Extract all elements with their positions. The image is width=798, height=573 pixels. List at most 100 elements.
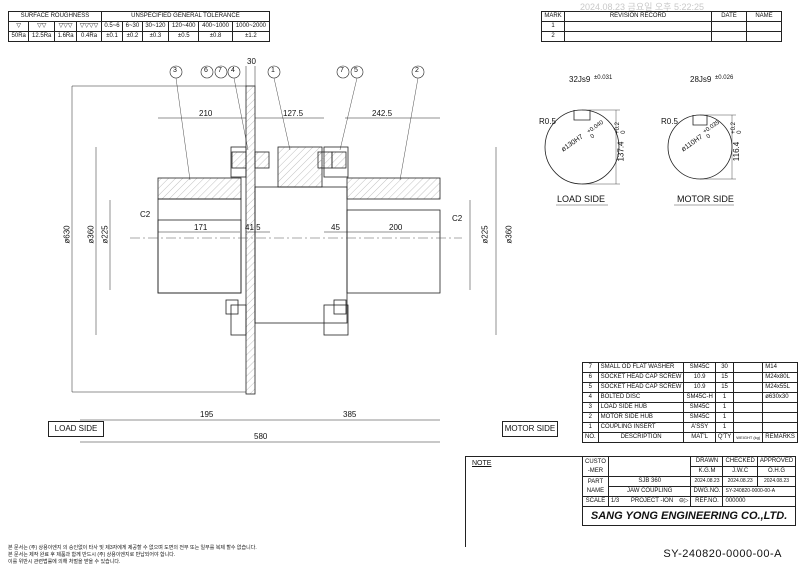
dim-41-5: 41.5 [245, 223, 261, 232]
note-area [465, 456, 582, 547]
parts-row: 6 SOCKET HEAD CAP SCREW 10.9 15 M24x80L [582, 372, 798, 383]
load-side-hub-bore [157, 219, 242, 294]
parts-row: 7 SMALL OD FLAT WASHER SM45C 30 M14 [582, 362, 798, 373]
load-side-caption: LOAD SIDE [557, 194, 606, 204]
roughness-value: 1.6Ra [54, 31, 78, 42]
revision-record-table: MARK REVISION RECORD DATE NAME 1 2 [541, 11, 782, 42]
dim-195: 195 [200, 410, 214, 419]
balloon-5: 5 [354, 67, 358, 74]
part-mat: SM45C [683, 412, 716, 423]
title-block-table: CUSTO -MER DRAWN CHECKED APPROVED K.G.M … [581, 456, 797, 526]
load-side-label: LOAD SIDE [48, 421, 104, 437]
scale-projection: 1/3 PROJECT -ION ⊖▷ [607, 496, 692, 507]
part-mat: 10.9 [683, 372, 716, 383]
dim-171: 171 [194, 223, 208, 232]
checked-by: J.W.C [722, 466, 758, 477]
part-name-1: SJB 360 [607, 476, 692, 487]
approved-label: APPROVED [756, 456, 797, 467]
scale-value: 1/3 [610, 498, 620, 504]
approved-by: O.H.G [756, 466, 797, 477]
parts-list-table: 7 SMALL OD FLAT WASHER SM45C 30 M14 6 SO… [582, 362, 798, 443]
part-mat: 10.9 [683, 382, 716, 393]
part-remarks [762, 422, 798, 433]
customer-label: CUSTO -MER [582, 456, 609, 477]
note-label: NOTE [472, 460, 492, 467]
checked-date: 2024.08.23 [722, 476, 758, 487]
part-no: 5 [582, 382, 599, 393]
dim-phi630: ø630 [62, 225, 72, 244]
part-weight [733, 392, 764, 403]
bolted-disc [245, 85, 256, 395]
part-no: 7 [582, 362, 599, 373]
dim-phi360-right: ø360 [504, 225, 514, 244]
part-weight [733, 422, 764, 433]
drawn-by: K.G.M [690, 466, 724, 477]
motor-radius: R0.5 [661, 117, 678, 126]
part-no: 6 [582, 372, 599, 383]
part-name-2: JAW COUPLING [607, 486, 692, 497]
dim-242-5: 242.5 [372, 109, 393, 118]
parts-row: 5 SOCKET HEAD CAP SCREW 10.9 15 M24x55L [582, 382, 798, 393]
motor-depth-tolerance: +0.2 0 [730, 122, 743, 134]
approved-date: 2024.08.23 [756, 476, 797, 487]
part-desc: LOAD SIDE HUB [597, 402, 685, 413]
dwg-no-label: DWG.NO. [690, 486, 724, 497]
drawn-label: DRAWN [690, 456, 724, 467]
footer-note: 이를 위반시 관련법률에 의해 처벌을 받을 수 있습니다. [8, 559, 121, 565]
tolerance-value: ±0.5 [168, 31, 200, 42]
part-qty: 1 [714, 402, 735, 413]
motor-side-label: MOTOR SIDE [502, 421, 558, 437]
parts-row: 1 COUPLING INSERT A'SSY 1 [582, 422, 798, 433]
parts-header-mat: MAT'L [683, 432, 716, 443]
part-no: 4 [582, 392, 599, 403]
dim-385: 385 [343, 410, 357, 419]
customer-value [607, 456, 692, 477]
checked-label: CHECKED [722, 456, 758, 467]
dwg-no-value: SY-240820-0000-00-A [722, 486, 797, 497]
coupling-insert [277, 146, 323, 188]
part-desc: SMALL OD FLAT WASHER [597, 362, 685, 373]
part-desc: COUPLING INSERT [597, 422, 685, 433]
ref-no-label: REF.NO. [690, 496, 724, 507]
parts-header-weight: WEIGHT (kg) [733, 432, 764, 443]
part-qty: 1 [714, 422, 735, 433]
parts-row: 3 LOAD SIDE HUB SM45C 1 [582, 402, 798, 413]
motor-side-hub [346, 177, 441, 200]
load-key-width: 32Js9 [569, 75, 591, 84]
balloon-7: 7 [218, 67, 222, 74]
projection-label: PROJECT -ION [630, 498, 674, 504]
part-qty: 15 [714, 372, 735, 383]
dim-127-5: 127.5 [283, 109, 304, 118]
footer-note: 본 문서는 (주) 상용이엔지 의 승인없이 타사 및 제3자에게 제공할 수 … [8, 545, 257, 551]
part-no: 3 [582, 402, 599, 413]
footer-note: 본 문서는 제작 완료 후 제품과 함께 반드시 (주) 상용이엔지로 반납되어… [8, 552, 176, 558]
dim-phi225-right: ø225 [480, 225, 490, 244]
parts-header-row: NO. DESCRIPTION MAT'L Q'TY WEIGHT (kg) R… [582, 432, 798, 443]
part-desc: MOTOR SIDE HUB [597, 412, 685, 423]
part-no: 2 [582, 412, 599, 423]
load-radius: R0.5 [539, 117, 556, 126]
part-weight [733, 412, 764, 423]
dim-200: 200 [389, 223, 403, 232]
part-remarks [762, 402, 798, 413]
part-remarks: M24x55L [762, 382, 798, 393]
parts-header-no: NO. [582, 432, 599, 443]
part-no: 1 [582, 422, 599, 433]
roughness-value: 50Ra [7, 31, 30, 42]
part-weight [733, 372, 764, 383]
part-weight [733, 362, 764, 373]
part-desc: SOCKET HEAD CAP SCREW [597, 382, 685, 393]
load-depth: 137.4 [616, 141, 626, 162]
chamfer-c2-right: C2 [452, 214, 463, 223]
footer-notes: 본 문서는 (주) 상용이엔지 의 승인없이 타사 및 제3자에게 제공할 수 … [8, 545, 257, 566]
motor-key-width: 28Js9 [690, 75, 712, 84]
balloon-1: 1 [271, 67, 275, 74]
load-key-tolerance: ±0.031 [594, 75, 613, 81]
parts-header-remarks: REMARKS [762, 432, 798, 443]
scale-label: SCALE [582, 496, 609, 507]
part-remarks [762, 412, 798, 423]
part-weight [733, 382, 764, 393]
timestamp: 2024.08.23 금요일 오후 5:22:25 [580, 2, 704, 12]
chamfer-c2-left: C2 [140, 210, 151, 219]
